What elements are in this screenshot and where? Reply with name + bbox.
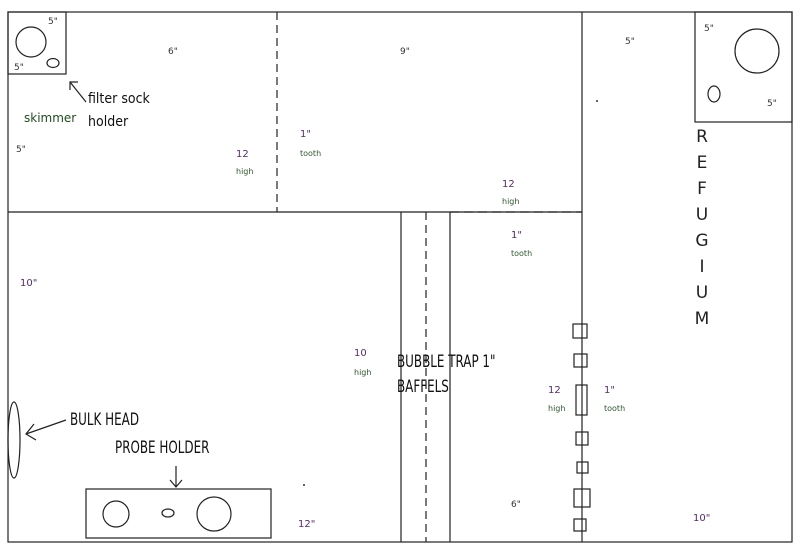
refugium-small-hole (707, 85, 721, 103)
probe-hole-right (196, 496, 232, 532)
filter-sock-arrowhead (69, 81, 78, 90)
baffle-6-tooth: tooth (604, 404, 626, 413)
dim-skimmer-height: 5" (16, 145, 26, 155)
baffle-2-tooth-size: 1" (300, 129, 311, 140)
refugium-letter: R (696, 127, 708, 147)
probe-holder-arrowhead (169, 479, 183, 488)
dim-bottom-right: 10" (693, 513, 711, 524)
dim-bottom-left: 12" (298, 519, 316, 530)
dim-middle-top: 9" (400, 47, 410, 57)
bulk-head-label: BULK HEAD (70, 410, 140, 430)
baffle-3-high: high (502, 197, 520, 206)
refugium-letter: F (697, 179, 707, 199)
tooth-slot (575, 384, 588, 416)
tooth-slot (576, 461, 589, 474)
dim-refugium-top: 5" (625, 37, 635, 47)
dim-fs-holder-right: 5" (48, 17, 58, 27)
refugium-large-hole (734, 28, 780, 74)
bulk-head-arrow (25, 419, 67, 435)
probe-holder (85, 488, 272, 539)
dim-fs-holder-bottom: 5" (14, 63, 24, 73)
baffle-4-tooth-size: 1" (511, 230, 522, 241)
refugium-letter: U (695, 283, 709, 303)
probe-holder-label: PROBE HOLDER (115, 438, 210, 458)
dim-refugium-box-right: 5" (767, 99, 777, 109)
center-high: high (354, 368, 372, 377)
refugium-letter: E (696, 153, 708, 173)
baffle-6-tooth-size: 1" (604, 385, 615, 396)
filter-sock-large-hole (15, 26, 47, 58)
baffle-5-height: 12 (548, 385, 561, 396)
refugium-letter: I (699, 257, 705, 277)
refugium-letter: U (695, 205, 709, 225)
baffle-5-high: high (548, 404, 566, 413)
stray-mark (303, 484, 305, 486)
baffle-1-height: 12 (236, 149, 249, 160)
baffle-1-high: high (236, 167, 254, 176)
bulk-head-arrowhead (25, 423, 37, 441)
dim-center: 10 (354, 348, 367, 359)
dim-skimmer-width: 6" (168, 47, 178, 57)
refugium-letter: G (695, 231, 709, 251)
filter-sock-arrow (69, 81, 87, 103)
baffle-4-tooth: tooth (511, 249, 533, 258)
bulk-head (7, 401, 21, 479)
stray-mark (596, 100, 598, 102)
baffels-label: BAFFELS (397, 377, 449, 397)
filter-sock-holder-label: filter sock holder (88, 88, 150, 134)
refugium-letter: M (694, 309, 710, 329)
tooth-slot (573, 518, 587, 532)
dim-left-lower: 10" (20, 278, 38, 289)
tooth-slot (573, 488, 591, 508)
tooth-slot (572, 323, 588, 339)
skimmer-label: skimmer (24, 111, 77, 125)
baffle-2-tooth: tooth (300, 149, 322, 158)
baffle-3-height: 12 (502, 179, 515, 190)
bubble-trap-label: BUBBLE TRAP 1" (397, 352, 496, 372)
filter-sock-small-hole (46, 57, 60, 69)
tooth-slot (575, 431, 589, 446)
dim-refugium-box-left: 5" (704, 24, 714, 34)
filter-sock-holder-text: filter sock holder (88, 91, 150, 130)
filter-sock-holder (7, 11, 67, 75)
probe-hole-center (161, 508, 175, 518)
dim-bottom-mid: 6" (511, 500, 521, 510)
probe-hole-left (102, 500, 130, 528)
tooth-slot (573, 353, 588, 368)
refugium-overflow-box (694, 11, 793, 123)
sump-outline (7, 11, 793, 543)
